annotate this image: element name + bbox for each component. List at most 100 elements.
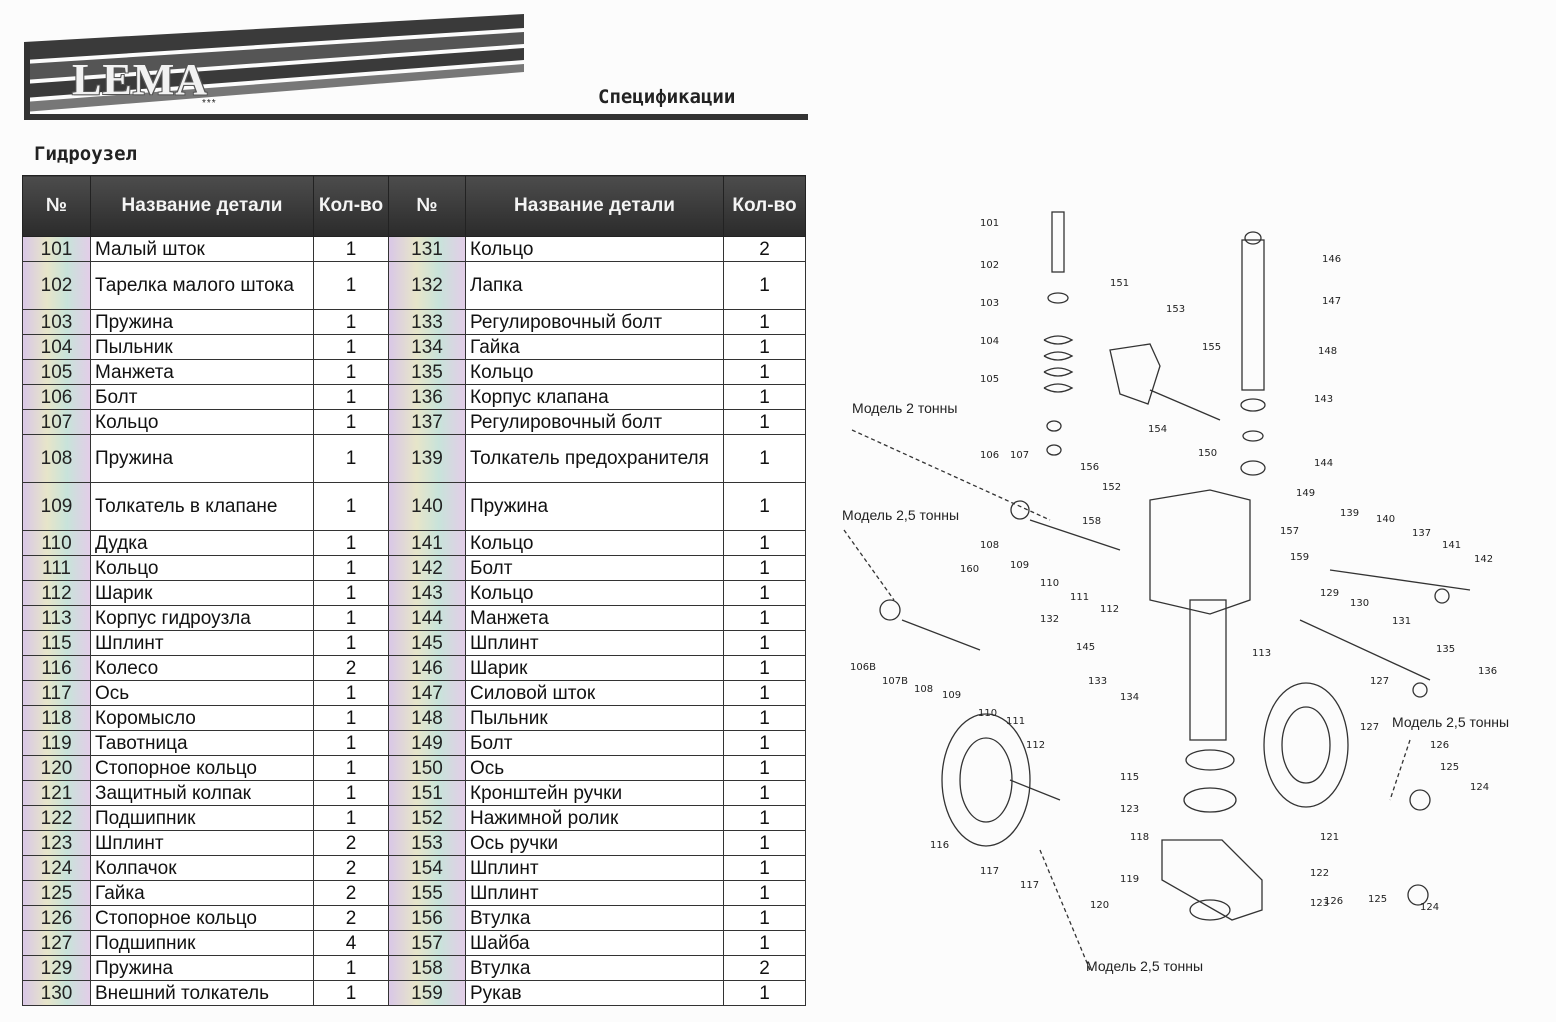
part-number: 131 [388, 236, 466, 262]
part-quantity: 1 [723, 655, 806, 681]
part-name: Коромысло [90, 705, 314, 731]
part-name: Болт [465, 555, 724, 581]
part-number-label: 110 [1040, 578, 1059, 589]
part-number: 122 [22, 805, 91, 831]
part-number: 125 [22, 880, 91, 906]
part-number-label: 148 [1318, 346, 1337, 357]
col-header-part-name: Название детали [465, 175, 724, 237]
part-number-label: 142 [1474, 554, 1493, 565]
part-number-label: 123 [1310, 898, 1329, 909]
part-number-label: 131 [1392, 616, 1411, 627]
part-number: 155 [388, 880, 466, 906]
part-number-label: 103 [980, 298, 999, 309]
part-name: Дудка [90, 530, 314, 556]
part-number: 153 [388, 830, 466, 856]
part-name: Колесо [90, 655, 314, 681]
part-quantity: 2 [313, 655, 389, 681]
part-name: Кольцо [465, 359, 724, 385]
part-number-label: 157 [1280, 526, 1299, 537]
part-name: Пружина [90, 955, 314, 981]
part-name: Манжета [465, 605, 724, 631]
part-number-label: 106B [850, 662, 876, 673]
part-number-label: 109 [942, 690, 961, 701]
part-name: Кольцо [90, 555, 314, 581]
part-number-label: 118 [1130, 832, 1149, 843]
part-name: Кольцо [465, 580, 724, 606]
part-number-label: 135 [1436, 644, 1455, 655]
callout-model-2-5t: Модель 2,5 тонны [1086, 958, 1204, 974]
part-quantity: 1 [723, 905, 806, 931]
part-number: 103 [22, 309, 91, 335]
part-number-label: 109 [1010, 560, 1029, 571]
part-number-label: 141 [1442, 540, 1461, 551]
part-name: Пыльник [465, 705, 724, 731]
part-number-label: 129 [1320, 588, 1339, 599]
part-quantity: 1 [723, 805, 806, 831]
part-name: Шайба [465, 930, 724, 956]
part-number-label: 124 [1470, 782, 1489, 793]
part-quantity: 1 [313, 359, 389, 385]
part-name: Пружина [465, 482, 724, 531]
section-title: Гидроузел [34, 143, 137, 165]
part-number: 136 [388, 384, 466, 410]
part-number-label: 146 [1322, 254, 1341, 265]
parts-table: № Название детали Кол-во № Название дета… [22, 175, 806, 1006]
part-number-label: 122 [1310, 868, 1329, 879]
part-name: Подшипник [90, 805, 314, 831]
part-quantity: 1 [723, 855, 806, 881]
part-number: 111 [22, 555, 91, 581]
part-name: Внешний толкатель [90, 980, 314, 1006]
part-number: 116 [22, 655, 91, 681]
part-number-label: 108 [980, 540, 999, 551]
part-number-label: 156 [1080, 462, 1099, 473]
brand-logo: LEMA [72, 55, 208, 104]
part-number-label: 117 [980, 866, 999, 877]
part-name: Подшипник [90, 930, 314, 956]
part-name: Корпус клапана [465, 384, 724, 410]
part-quantity: 1 [313, 334, 389, 360]
part-name: Шплинт [90, 630, 314, 656]
part-number: 145 [388, 630, 466, 656]
part-number-label: 125 [1440, 762, 1459, 773]
part-name: Стопорное кольцо [90, 755, 314, 781]
part-name: Защитный колпак [90, 780, 314, 806]
part-name: Пыльник [90, 334, 314, 360]
part-number-label: 111 [1070, 592, 1089, 603]
part-number-label: 101 [980, 218, 999, 229]
part-number-label: 126 [1324, 896, 1343, 907]
part-number: 121 [22, 780, 91, 806]
part-number: 137 [388, 409, 466, 435]
part-quantity: 2 [313, 880, 389, 906]
part-number: 140 [388, 482, 466, 531]
part-number-label: 149 [1296, 488, 1315, 499]
part-number: 159 [388, 980, 466, 1006]
part-number-label: 119 [1120, 874, 1139, 885]
part-quantity: 1 [723, 482, 806, 531]
part-number-label: 126 [1430, 740, 1449, 751]
callout-model-2t: Модель 2 тонны [852, 400, 958, 416]
part-number-label: 137 [1412, 528, 1431, 539]
part-quantity: 1 [313, 580, 389, 606]
part-quantity: 1 [723, 630, 806, 656]
part-name: Малый шток [90, 236, 314, 262]
part-number: 148 [388, 705, 466, 731]
part-quantity: 2 [313, 830, 389, 856]
part-number-label: 152 [1102, 482, 1121, 493]
table-header-row: № Название детали Кол-во № Название дета… [22, 175, 806, 237]
part-number: 154 [388, 855, 466, 881]
part-number: 158 [388, 955, 466, 981]
part-quantity: 1 [723, 830, 806, 856]
